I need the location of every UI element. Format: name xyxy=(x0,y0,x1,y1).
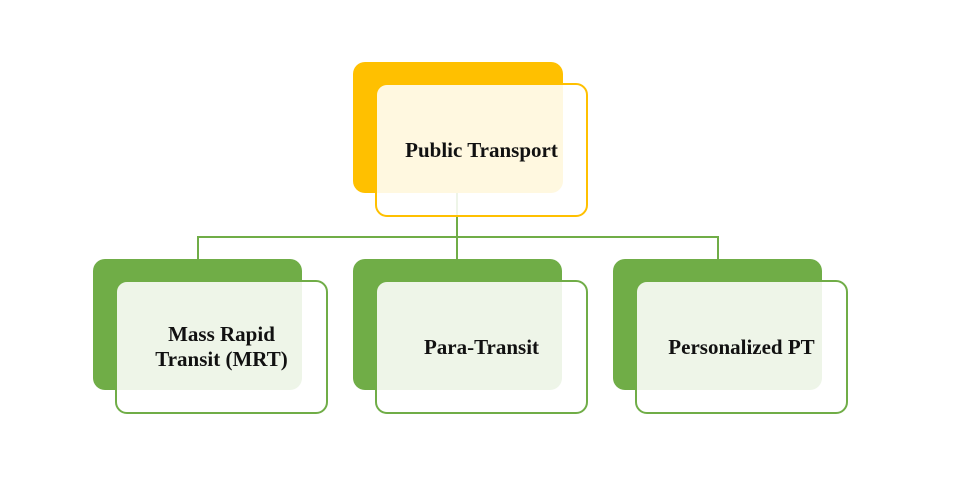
child-node-mrt: Mass Rapid Transit (MRT) xyxy=(115,280,328,414)
connector-child-3 xyxy=(717,236,719,260)
connector-child-1 xyxy=(197,236,199,260)
connector-child-2 xyxy=(456,236,458,260)
child-node-personalized-pt: Personalized PT xyxy=(635,280,848,414)
root-node-label: Public Transport xyxy=(405,137,558,162)
child-node-label: Mass Rapid Transit (MRT) xyxy=(155,322,288,371)
child-node-para-transit: Para-Transit xyxy=(375,280,588,414)
connector-horizontal xyxy=(197,236,719,238)
child-node-label: Personalized PT xyxy=(668,334,815,359)
child-node-label: Para-Transit xyxy=(423,334,540,359)
root-node: Public Transport xyxy=(375,83,588,217)
